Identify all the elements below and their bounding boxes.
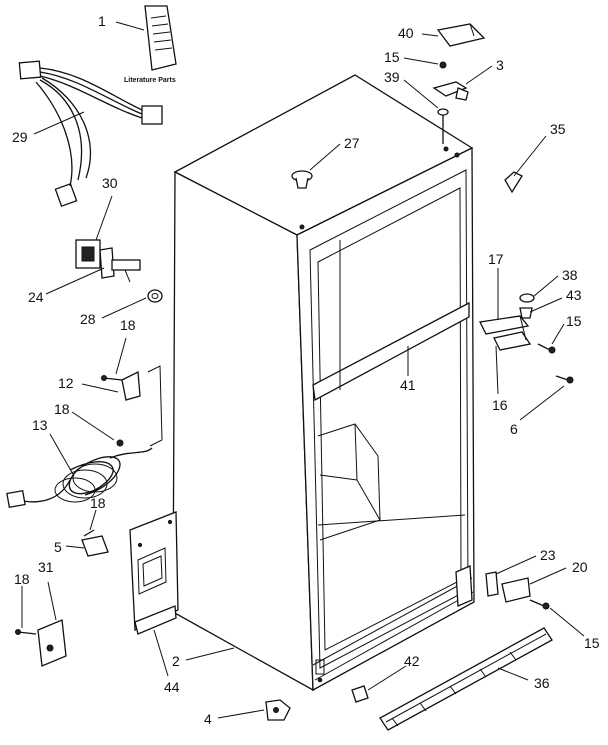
plug-button — [291, 170, 313, 189]
leader-lines — [21, 21, 585, 719]
callout-28: 28 — [80, 311, 96, 327]
callout-44: 44 — [164, 679, 180, 695]
bottom-hinge — [455, 565, 550, 610]
callout-15: 15 — [566, 313, 582, 329]
callout-1: 1 — [98, 13, 106, 29]
cabinet — [172, 74, 475, 692]
callout-15: 15 — [384, 49, 400, 65]
callout-39: 39 — [384, 69, 400, 85]
hinge-cover — [436, 23, 486, 47]
center-hinge — [479, 315, 532, 351]
callout-23: 23 — [540, 547, 556, 563]
top-hinge-assembly — [432, 61, 469, 144]
callout-2: 2 — [172, 653, 180, 669]
leveling-foot — [265, 699, 291, 721]
callout-16: 16 — [492, 397, 508, 413]
wedge — [504, 171, 523, 194]
mounting-plate — [129, 511, 179, 635]
callout-27: 27 — [344, 135, 360, 151]
callout-38: 38 — [562, 267, 578, 283]
cord-clamp-bracket — [101, 370, 141, 401]
callout-18: 18 — [14, 571, 30, 587]
wire-harness — [18, 60, 163, 208]
access-cover — [15, 619, 67, 667]
callout-13: 13 — [32, 417, 48, 433]
callout-6: 6 — [510, 421, 518, 437]
callout-17: 17 — [488, 251, 504, 267]
callout-36: 36 — [534, 675, 550, 691]
toe-grille — [379, 627, 553, 731]
callout-42: 42 — [404, 653, 420, 669]
callout-18: 18 — [120, 317, 136, 333]
clip — [81, 529, 109, 557]
literature-parts-card: Literature Parts — [124, 5, 177, 84]
callout-5: 5 — [54, 539, 62, 555]
callout-12: 12 — [58, 375, 74, 391]
callout-15: 15 — [584, 635, 600, 651]
switch-assembly — [75, 239, 141, 283]
callout-40: 40 — [398, 25, 414, 41]
grille-clip — [351, 685, 369, 703]
callout-3: 3 — [496, 57, 504, 73]
callout-29: 29 — [12, 129, 28, 145]
callout-31: 31 — [38, 559, 54, 575]
callout-43: 43 — [566, 287, 582, 303]
washer — [519, 293, 535, 303]
power-cord — [6, 447, 153, 509]
grommet — [147, 289, 163, 303]
callout-18: 18 — [90, 495, 106, 511]
callout-18: 18 — [54, 401, 70, 417]
callout-labels: 1 40 15 3 39 35 29 27 30 24 28 18 17 38 … — [12, 13, 600, 727]
callout-20: 20 — [572, 559, 588, 575]
callout-35: 35 — [550, 121, 566, 137]
callout-41: 41 — [400, 377, 416, 393]
literature-caption: Literature Parts — [124, 77, 176, 84]
callout-24: 24 — [28, 289, 44, 305]
callout-30: 30 — [102, 175, 118, 191]
callout-4: 4 — [204, 711, 212, 727]
